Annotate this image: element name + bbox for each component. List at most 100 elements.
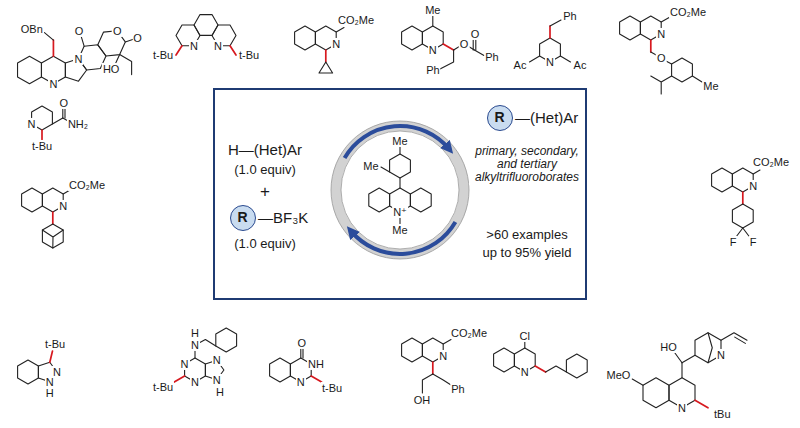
quinoline-ester-structure xyxy=(402,16,484,69)
structure-stroke xyxy=(550,20,561,26)
structure-stroke xyxy=(695,400,708,408)
atom-label: O xyxy=(297,337,308,349)
phenanthroline-structure xyxy=(176,15,236,55)
atom-label: N xyxy=(545,56,555,68)
structure-stroke xyxy=(721,333,747,344)
structure-stroke xyxy=(402,26,423,50)
atom-label: N xyxy=(212,374,222,386)
reaction-text: >60 examples xyxy=(485,228,568,242)
atom-label: N xyxy=(748,180,758,192)
structure-stroke xyxy=(336,28,344,33)
structure-stroke xyxy=(194,350,195,358)
structure-stroke xyxy=(18,360,39,384)
structure-stroke xyxy=(692,76,702,82)
structure-stroke xyxy=(566,354,587,378)
structure-stroke xyxy=(474,50,484,56)
catalyst-ring: MeMeN⁺Me xyxy=(336,126,464,254)
reaction-text: H—(Het)Ar xyxy=(227,142,303,159)
structure-stroke xyxy=(295,26,316,50)
quinine-structure xyxy=(632,333,747,408)
r-group-circle: R xyxy=(487,105,513,131)
structure-stroke xyxy=(632,379,643,385)
r-group-text: R xyxy=(237,210,247,225)
isoquinoline-structure xyxy=(295,26,344,73)
atom-label: Me xyxy=(362,160,379,172)
atom-label: MeO xyxy=(606,369,632,381)
atom-label: t-Bu xyxy=(44,338,66,350)
atom-label: t-Bu xyxy=(152,49,174,61)
structure-stroke xyxy=(422,374,432,393)
structure-stroke xyxy=(473,39,476,50)
atom-label: t-Bu xyxy=(321,382,343,394)
atom-label: N xyxy=(428,44,438,56)
reaction-text: primary, secondary, and tertiary alkyltr… xyxy=(469,145,585,185)
atom-label: N xyxy=(190,339,200,351)
atom-label: N xyxy=(58,200,68,212)
reaction-text: —(Het)Ar xyxy=(514,110,579,127)
atom-label: N xyxy=(656,28,666,40)
reaction-text: up to 95% yield xyxy=(482,246,573,260)
structure-stroke xyxy=(52,212,54,224)
structure-stroke xyxy=(41,130,43,140)
atom-label: N xyxy=(331,38,341,50)
purine-structure xyxy=(174,328,236,382)
structure-stroke xyxy=(399,178,400,188)
atom-label: O xyxy=(132,32,143,44)
reaction-text: (1.0 equiv) xyxy=(233,163,296,177)
atom-label: N xyxy=(520,366,530,378)
isoquinoline-alcohol-structure xyxy=(402,338,451,393)
structure-stroke xyxy=(443,340,451,345)
nicotinamide-structure xyxy=(32,106,69,140)
structure-stroke xyxy=(199,340,216,347)
atom-label: O xyxy=(74,25,85,37)
structure-stroke xyxy=(341,131,459,249)
atom-label: F xyxy=(729,236,738,248)
atom-label: Ph xyxy=(562,10,577,22)
atom-label: N⁺ xyxy=(392,206,408,218)
structure-stroke xyxy=(560,56,570,62)
structure-stroke xyxy=(345,126,449,158)
structure-stroke xyxy=(643,378,669,408)
structure-stroke xyxy=(736,228,750,237)
reaction-text: + xyxy=(259,183,271,202)
structure-stroke xyxy=(216,328,237,352)
structure-stroke xyxy=(682,355,695,363)
atom-label: Me xyxy=(424,4,441,16)
structure-stroke xyxy=(432,362,434,374)
atom-label: O xyxy=(112,25,123,37)
atom-label: Ph xyxy=(484,51,499,63)
atom-label: O xyxy=(470,28,481,40)
atom-label: N xyxy=(45,376,55,388)
structure-stroke xyxy=(524,341,525,348)
atom-label: CO₂Me xyxy=(450,327,488,339)
structure-stroke xyxy=(732,204,753,228)
atom-label: Cl xyxy=(519,330,531,342)
atom-label: t-Bu xyxy=(238,49,260,61)
structure-stroke xyxy=(42,224,63,248)
atom-label: N xyxy=(212,354,222,366)
atom-label: N xyxy=(190,376,200,388)
structure-stroke xyxy=(712,168,733,192)
atom-label: Ph xyxy=(450,383,465,395)
atom-label: OH xyxy=(413,394,432,406)
atom-label: tBu xyxy=(713,408,732,420)
atom-label: Me xyxy=(391,135,408,147)
structure-stroke xyxy=(174,376,184,382)
atom-label: HO xyxy=(102,63,121,75)
atom-label: N xyxy=(716,349,726,361)
structure-stroke xyxy=(549,26,551,38)
atom-label: N xyxy=(213,40,223,52)
atom-label: O xyxy=(459,38,470,50)
atom-label: Ac xyxy=(573,59,588,71)
r-group-text: R xyxy=(494,110,504,125)
atom-label: N xyxy=(48,78,58,90)
atom-label: H xyxy=(45,387,55,399)
reaction-box: H—(Het)Ar(1.0 equiv)+—BF₃K(1.0 equiv)—(H… xyxy=(213,88,587,300)
atom-label: Me xyxy=(702,80,719,92)
structure-stroke xyxy=(753,170,760,174)
structure-stroke xyxy=(18,56,42,84)
structure-stroke xyxy=(433,374,451,385)
reaction-text: —BF₃K xyxy=(257,210,309,227)
chloroquinoline-structure xyxy=(494,341,588,378)
